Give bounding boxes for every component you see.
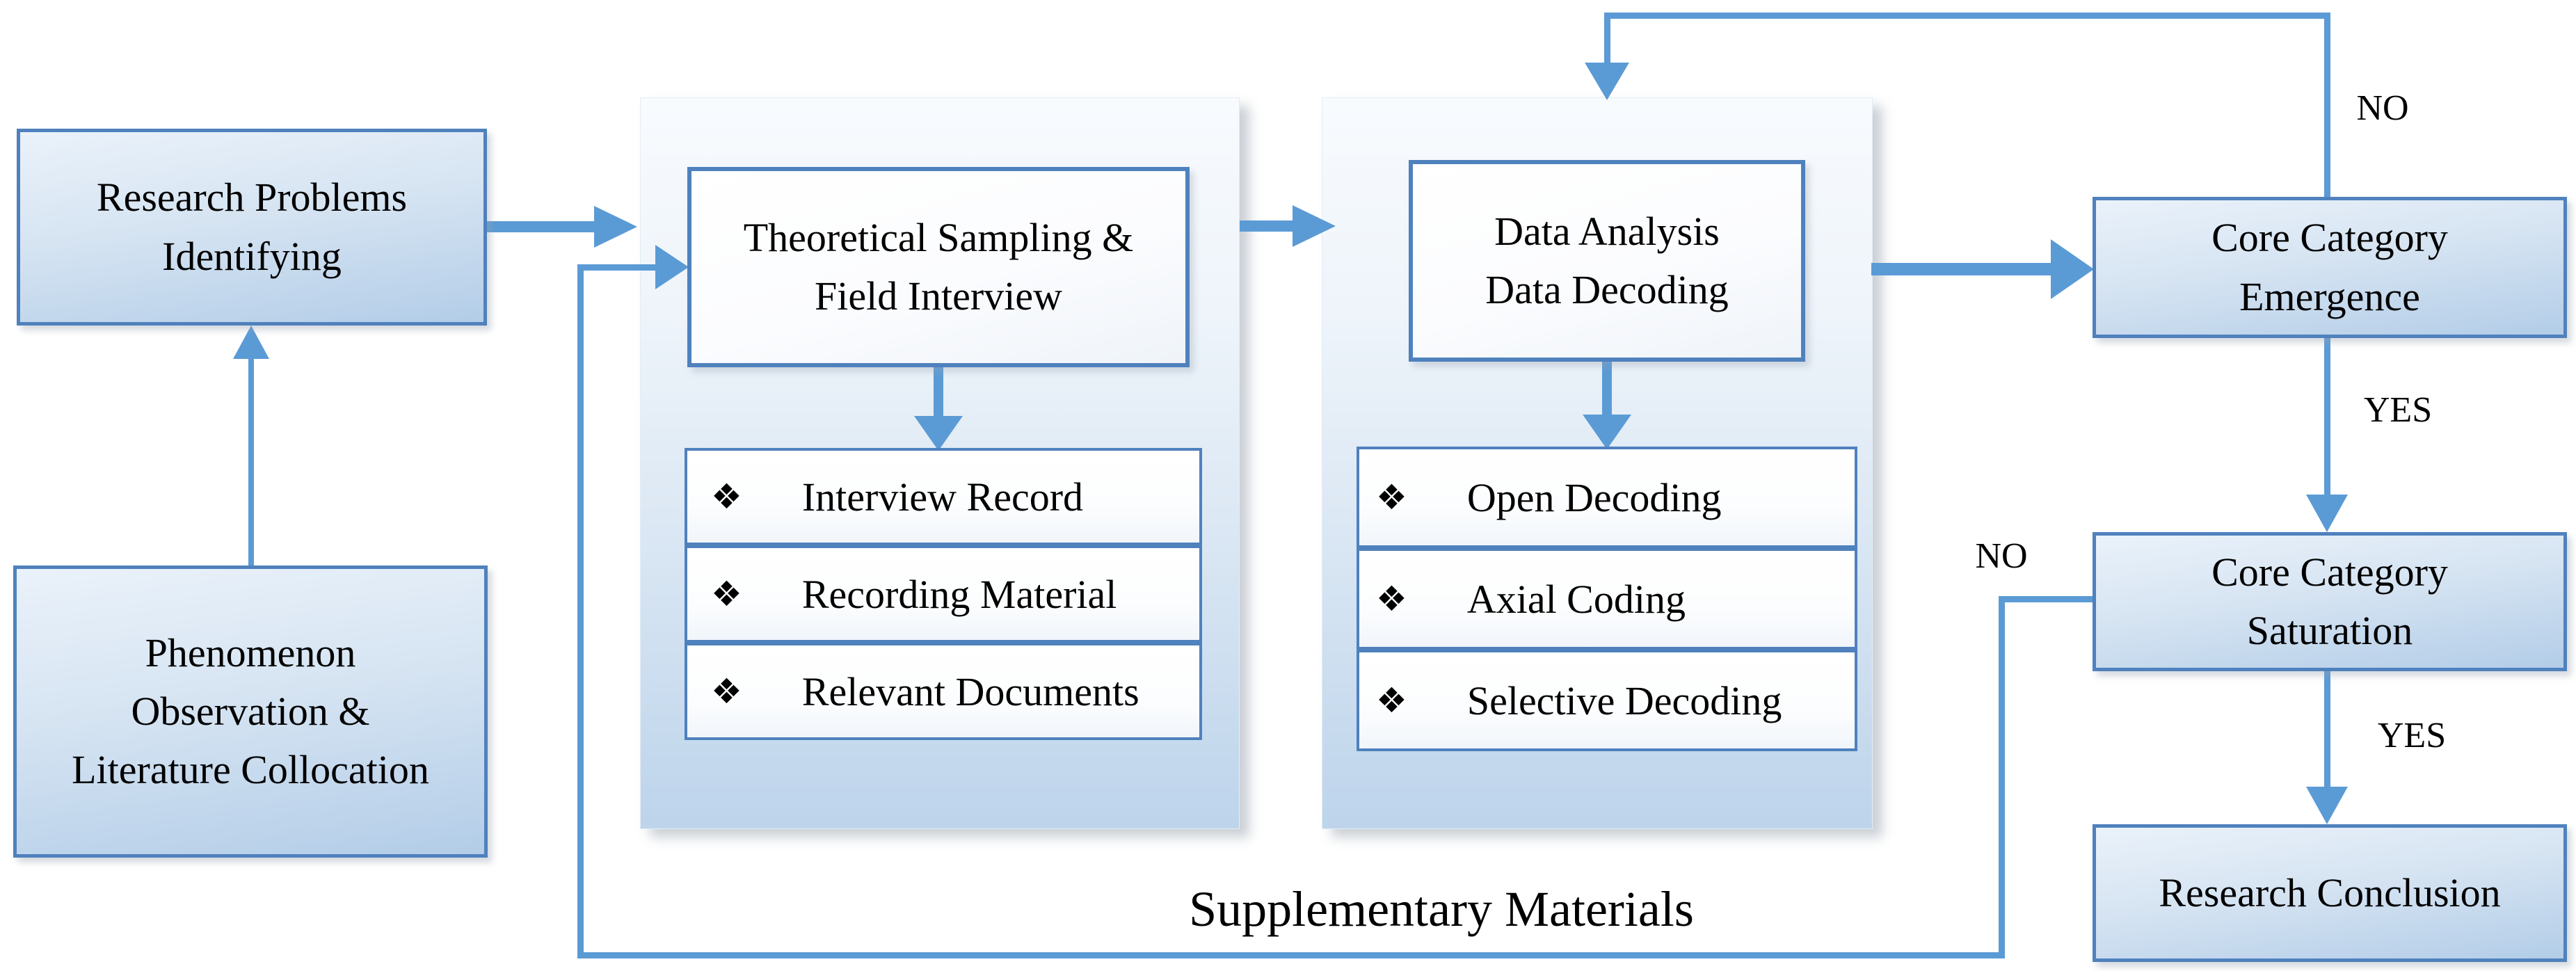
- supplementary-entry-segment: [577, 264, 655, 271]
- arrow-sampling-to-decoding-shaft: [1240, 220, 1293, 232]
- node-theoretical-sampling-label: Theoretical Sampling & Field Interview: [743, 214, 1134, 319]
- diamond-bullet-icon: ❖: [1376, 680, 1407, 721]
- node-research-problems: Research Problems Identifying: [17, 129, 487, 326]
- node-theoretical-sampling: Theoretical Sampling & Field Interview: [687, 167, 1190, 367]
- node-research-conclusion: Research Conclusion: [2093, 824, 2567, 962]
- node-core-category-emergence-label: Core Category Emergence: [2211, 215, 2448, 319]
- edge-no-emergence-dropline: [1604, 13, 1610, 64]
- arrow-research-to-sampling-shaft: [487, 221, 594, 232]
- node-data-analysis: Data Analysis Data Decoding: [1409, 160, 1805, 362]
- list-item-label: Relevant Documents: [801, 668, 1139, 714]
- list-item-label: Axial Coding: [1466, 576, 1686, 622]
- arrow-phenomenon-to-research-shaft: [248, 358, 254, 565]
- node-core-category-saturation-label: Core Category Saturation: [2211, 549, 2448, 653]
- diamond-bullet-icon: ❖: [1376, 579, 1407, 619]
- node-research-problems-label: Research Problems Identifying: [96, 175, 408, 279]
- node-research-conclusion-label: Research Conclusion: [2159, 869, 2501, 915]
- arrowhead-decoding-to-emergence: [2051, 239, 2094, 299]
- edge-no-saturation-stub: [2001, 596, 2093, 602]
- edge-no-saturation-riser: [1999, 596, 2005, 958]
- edge-label-no-saturation: NO: [1975, 536, 2028, 576]
- arrowhead-theoretical-to-materials: [914, 416, 963, 451]
- list-item-axial-coding: ❖ Axial Coding: [1357, 548, 1857, 650]
- arrowhead-phenomenon-to-research: [233, 326, 269, 359]
- edge-label-yes-emergence: YES: [2363, 390, 2433, 430]
- diamond-bullet-icon: ❖: [711, 574, 742, 614]
- list-item-relevant-documents: ❖ Relevant Documents: [685, 643, 1202, 740]
- arrowhead-research-to-sampling: [594, 206, 637, 248]
- edge-no-emergence-riser: [2324, 15, 2330, 197]
- arrowhead-no-loop-into-decoding: [1585, 63, 1629, 100]
- list-item-label: Selective Decoding: [1466, 677, 1782, 723]
- arrowhead-analysis-to-steps: [1583, 415, 1631, 449]
- arrowhead-supplementary-into-sampling: [655, 245, 689, 289]
- arrow-theoretical-to-materials-shaft: [934, 367, 943, 419]
- caption-supplementary-materials: Supplementary Materials: [1189, 881, 1694, 937]
- list-item-label: Open Decoding: [1466, 474, 1722, 520]
- list-item-recording-material: ❖ Recording Material: [685, 545, 1202, 643]
- list-item-open-decoding: ❖ Open Decoding: [1357, 447, 1857, 548]
- node-phenomenon-observation: Phenomenon Observation & Literature Coll…: [13, 565, 488, 858]
- edge-label-yes-saturation: YES: [2377, 716, 2447, 755]
- list-item-label: Recording Material: [801, 571, 1117, 617]
- diamond-bullet-icon: ❖: [711, 476, 742, 517]
- edge-yes-emergence-shaft: [2324, 338, 2330, 496]
- arrowhead-yes-saturation: [2306, 787, 2348, 824]
- diamond-bullet-icon: ❖: [711, 671, 742, 712]
- supplementary-bottom-line: [577, 952, 2005, 958]
- node-data-analysis-label: Data Analysis Data Decoding: [1485, 208, 1729, 312]
- arrow-decoding-to-emergence-shaft: [1871, 263, 2051, 275]
- node-core-category-saturation: Core Category Saturation: [2093, 532, 2567, 671]
- list-item-label: Interview Record: [801, 474, 1084, 520]
- diamond-bullet-icon: ❖: [1376, 477, 1407, 517]
- arrowhead-sampling-to-decoding: [1293, 205, 1336, 247]
- edge-label-no-emergence: NO: [2356, 88, 2409, 128]
- node-core-category-emergence: Core Category Emergence: [2093, 197, 2567, 338]
- supplementary-left-riser: [577, 267, 584, 958]
- arrowhead-yes-emergence: [2306, 495, 2348, 532]
- edge-no-emergence-topline: [1604, 13, 2330, 19]
- list-item-interview-record: ❖ Interview Record: [685, 448, 1202, 545]
- edge-yes-saturation-shaft: [2324, 671, 2330, 788]
- arrow-analysis-to-steps-shaft: [1602, 362, 1612, 417]
- node-phenomenon-observation-label: Phenomenon Observation & Literature Coll…: [72, 629, 429, 793]
- list-item-selective-decoding: ❖ Selective Decoding: [1357, 650, 1857, 751]
